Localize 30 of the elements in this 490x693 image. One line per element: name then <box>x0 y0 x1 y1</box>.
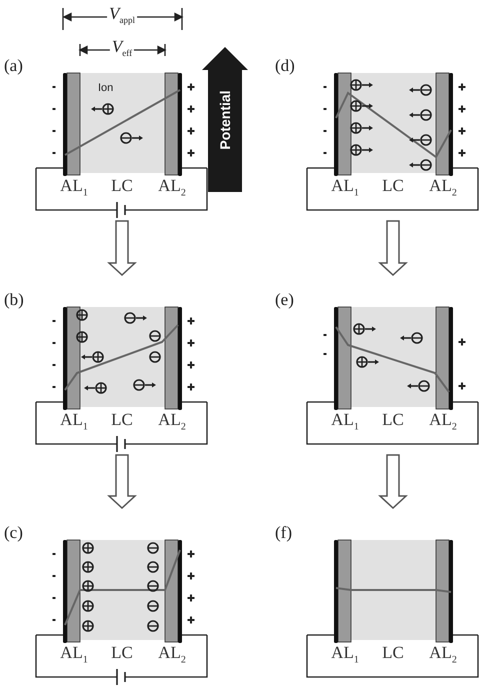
layer-label: AL$_{1}$ <box>331 176 359 200</box>
panel-label: (d) <box>275 57 295 75</box>
panel-label: (f) <box>275 524 292 542</box>
arrow-label: Potential <box>217 90 233 150</box>
hollow-arrow <box>378 454 408 510</box>
layer-label: AL$_{1}$ <box>60 410 88 434</box>
layer-label: LC <box>382 643 404 663</box>
hollow-arrow <box>107 454 137 510</box>
panel-label: (c) <box>4 524 23 542</box>
hollow-arrow <box>378 220 408 276</box>
layer-label: AL$_{1}$ <box>60 176 88 200</box>
layer-label: LC <box>382 410 404 430</box>
layer-label: LC <box>111 176 133 196</box>
layer-label: AL$_{1}$ <box>331 643 359 668</box>
panel-label: (a) <box>4 57 23 75</box>
layer-label: AL$_{1}$ <box>331 410 359 434</box>
layer-label: AL$_{2}$ <box>158 176 186 200</box>
layer-label: AL$_{2}$ <box>429 643 457 668</box>
hollow-arrow <box>107 220 137 276</box>
layer-label: LC <box>382 176 404 196</box>
layer-label: LC <box>111 643 133 663</box>
layer-label: AL$_{2}$ <box>158 410 186 434</box>
layer-label: AL$_{1}$ <box>60 643 88 668</box>
layer-label: AL$_{2}$ <box>429 410 457 434</box>
layer-label: AL$_{2}$ <box>429 176 457 200</box>
panel-label: (b) <box>4 291 24 309</box>
layer-label: AL$_{2}$ <box>158 643 186 668</box>
ion-label: Ion <box>98 82 114 94</box>
panel-label: (e) <box>275 291 294 309</box>
layer-label: LC <box>111 410 133 430</box>
